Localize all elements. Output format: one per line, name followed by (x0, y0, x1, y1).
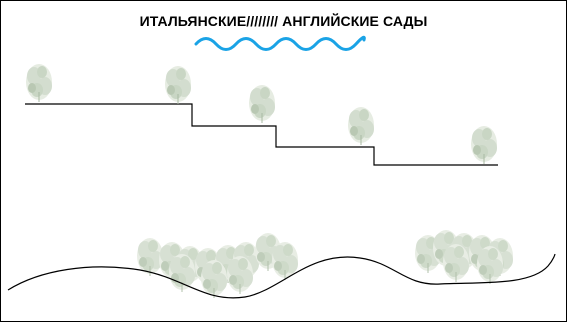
tree-cluster-left (136, 232, 299, 299)
tree-cluster-right (414, 229, 514, 285)
landscape-curve (7, 253, 556, 299)
tree-terrace-3 (248, 84, 276, 124)
tree-terrace-4 (347, 106, 375, 146)
terrace-profile (25, 103, 498, 166)
diagram-title: ИТАЛЬЯНСКИЕ//////// АНГЛИЙСКИЕ САДЫ (139, 13, 428, 29)
tree-terrace-2 (164, 65, 192, 105)
tree-terrace-5 (470, 125, 498, 165)
tree-terrace-1 (25, 63, 53, 103)
title-wave (194, 35, 366, 51)
